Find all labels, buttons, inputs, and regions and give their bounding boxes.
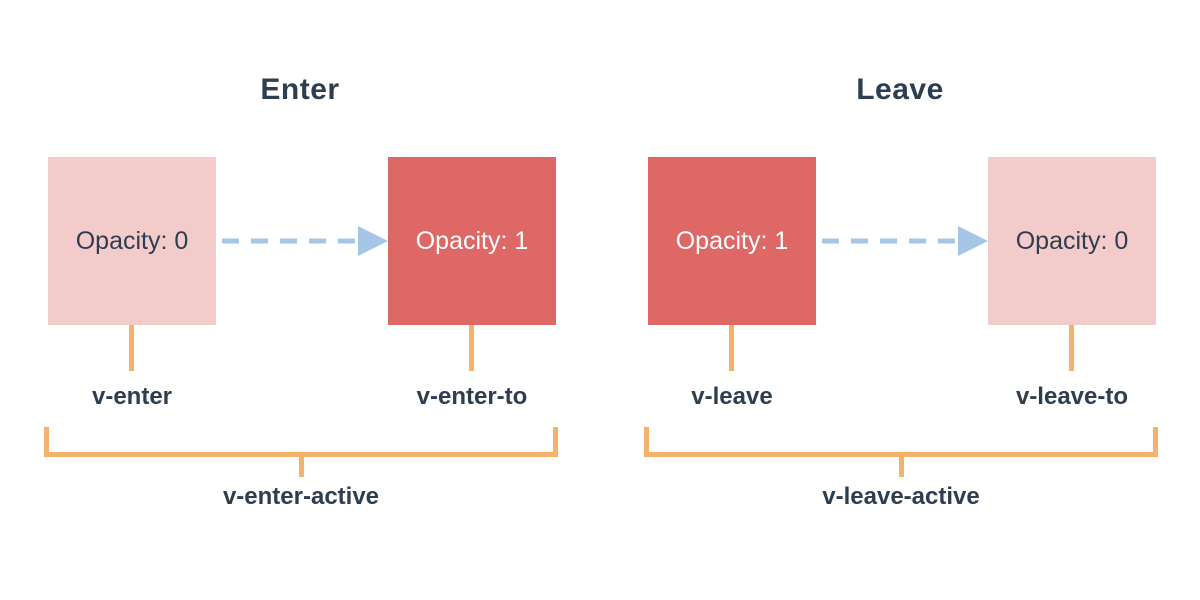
leave-active-class-label: v-leave-active [822, 483, 980, 510]
leave-from-class-label: v-leave [691, 383, 773, 410]
leave-from-box: Opacity: 1 [648, 157, 816, 325]
enter-active-class-label: v-enter-active [222, 483, 380, 510]
enter-from-box: Opacity: 0 [48, 157, 216, 325]
enter-to-box-text: Opacity: 1 [415, 226, 529, 255]
enter-to-class-label: v-enter-to [416, 383, 528, 410]
leave-to-box-text: Opacity: 0 [1015, 226, 1129, 255]
leave-section: Leave Opacity: 1 Opacity: 0 v-leave v-le… [600, 0, 1200, 600]
enter-from-connector-line [129, 325, 134, 371]
leave-active-bracket [644, 427, 1158, 457]
dashed-arrow-right-icon [222, 226, 388, 256]
dashed-arrow-right-icon [822, 226, 988, 256]
enter-from-class-label: v-enter [91, 383, 173, 410]
enter-to-box: Opacity: 1 [388, 157, 556, 325]
enter-from-box-text: Opacity: 0 [75, 226, 189, 255]
leave-to-box: Opacity: 0 [988, 157, 1156, 325]
leave-from-box-text: Opacity: 1 [675, 226, 789, 255]
enter-active-bracket-stem [299, 457, 304, 477]
leave-to-connector-line [1069, 325, 1074, 371]
leave-from-connector-line [729, 325, 734, 371]
enter-title: Enter [260, 73, 340, 106]
enter-active-bracket [44, 427, 558, 457]
leave-active-bracket-stem [899, 457, 904, 477]
enter-to-connector-line [469, 325, 474, 371]
enter-section: Enter Opacity: 0 Opacity: 1 v-enter v-en… [44, 73, 558, 510]
leave-to-class-label: v-leave-to [1015, 383, 1129, 410]
leave-title: Leave [856, 73, 944, 106]
